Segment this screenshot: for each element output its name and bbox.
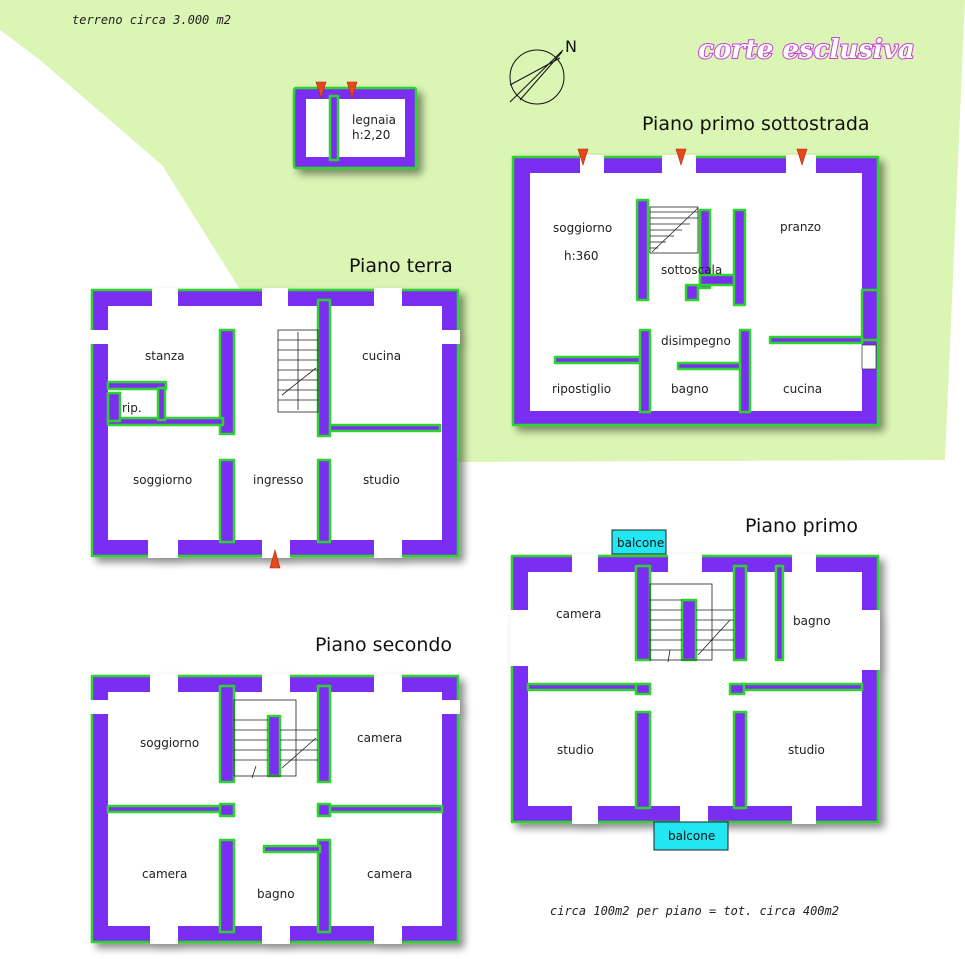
balcone-bottom-label: balcone [668,829,715,843]
room-pranzo: pranzo [780,220,821,234]
room-camera-top-right: camera [357,731,402,745]
room-studio: studio [363,473,400,487]
terrain-label: terreno circa 3.000 m2 [72,13,231,27]
room-camera-bottom-right: camera [367,867,412,881]
balcone-top: balcone [611,529,667,555]
balcone-top-label: balcone [617,536,664,550]
balcone-bottom: balcone [653,821,729,851]
plan-title-secondo: Piano secondo [315,634,452,656]
room-bagno: bagno [257,887,295,901]
legnaia-plan [292,86,418,170]
secondo-plan [90,674,460,944]
entrance-arrow-icon [675,148,687,167]
stairs-secondo [233,699,318,779]
room-sottoscala: sottoscala [661,263,722,277]
room-ingresso: ingresso [253,473,303,487]
room-studio-right: studio [788,743,825,757]
entrance-arrow-icon [796,148,808,167]
total-area-label: circa 100m2 per piano = tot. circa 400m2 [550,904,839,918]
room-cucina: cucina [783,382,822,396]
room-disimpegno: disimpegno [661,334,731,348]
legnaia-height: h:2,20 [352,128,390,142]
room-camera-bottom-left: camera [142,867,187,881]
entrance-arrow-icon [577,148,589,167]
room-rip: rip. [122,401,142,415]
room-soggiorno: soggiorno [553,221,612,235]
sottostrada-plan [511,155,880,427]
room-bagno: bagno [671,382,709,396]
primo-plan [510,554,880,824]
room-stanza: stanza [145,349,185,363]
north-label: N [565,37,577,56]
room-ripostiglio: ripostiglio [552,382,611,396]
legnaia-label: legnaia [352,113,396,127]
corte-esclusiva-label: corte esclusiva [698,35,915,65]
plan-title-primo: Piano primo [745,515,858,537]
plan-title-terra: Piano terra [349,255,453,277]
entrance-arrow-icon [269,548,281,569]
terra-plan [90,288,460,558]
north-compass-icon [509,49,565,105]
room-soggiorno-height: h:360 [564,249,599,263]
room-soggiorno: soggiorno [140,736,199,750]
entrance-arrow-icon [346,81,358,100]
stairs-sottostrada [649,206,699,254]
room-bagno: bagno [793,614,831,628]
stairs-terra [277,329,319,413]
room-cucina: cucina [362,349,401,363]
plan-title-sottostrada: Piano primo sottostrada [642,113,870,135]
room-studio-left: studio [557,743,594,757]
room-soggiorno: soggiorno [133,473,192,487]
room-camera: camera [556,607,601,621]
stairs-primo [649,583,734,663]
entrance-arrow-icon [315,81,327,100]
